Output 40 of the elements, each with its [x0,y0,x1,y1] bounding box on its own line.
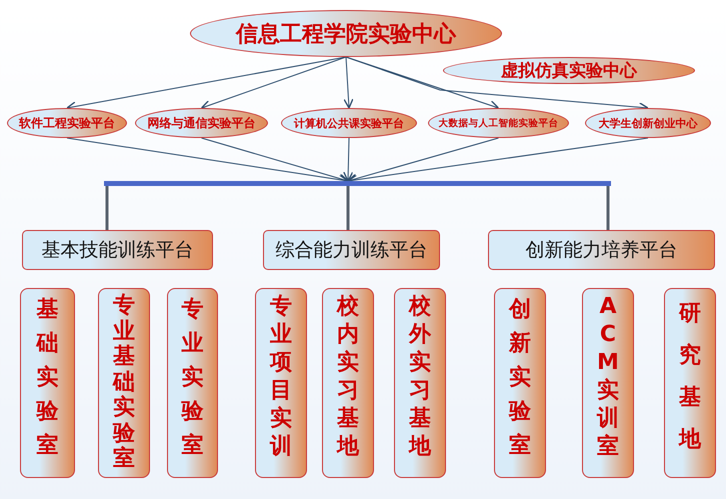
node-label: 研究基地 [679,300,701,454]
lab-box [98,288,150,478]
node-label: 综合能力训练平台 [276,238,428,263]
node-label: 计算机公共课实验平台 [294,116,404,130]
arrow [346,56,500,110]
node-label: ACM实训室 [597,293,619,461]
lab-box [255,288,307,478]
node-label: 大数据与人工智能实验平台 [438,116,558,130]
lab-box [167,288,218,478]
node-label: 专业基础实验室 [113,292,135,472]
lab-box [322,288,374,478]
node-label: 软件工程实验平台 [19,114,115,132]
node-label: 基本技能训练平台 [42,238,194,263]
arrow [343,56,354,109]
node-label: 创新能力培养平台 [526,238,678,263]
node-label: 虚拟仿真实验中心 [501,60,637,82]
lab-box [20,288,75,478]
node-label: 专业实验室 [182,296,204,460]
lab-box [664,288,716,478]
node-label: 校内实习基地 [337,293,359,461]
lab-box [394,288,446,478]
platform-box [263,230,440,270]
connector-line [106,186,108,230]
lab-box [582,288,634,478]
node-label: 创新实验室 [509,296,531,460]
arrow [201,138,349,184]
node-label: 信息工程学院实验中心 [236,20,456,48]
node-label: 网络与通信实验平台 [148,114,256,132]
platform-box [488,230,715,270]
node-label: 大学生创新创业中心 [598,116,698,130]
connector-line [606,186,610,230]
node-label: 基础实验室 [36,296,58,460]
lab-box [494,288,546,478]
node-label: 专业项目实训 [270,293,292,461]
connector-line [346,186,350,230]
arrow [343,138,354,182]
platform-box [22,230,213,270]
arrow [200,56,346,110]
connector-bar [104,181,611,186]
node-label: 校外实习基地 [409,293,431,461]
